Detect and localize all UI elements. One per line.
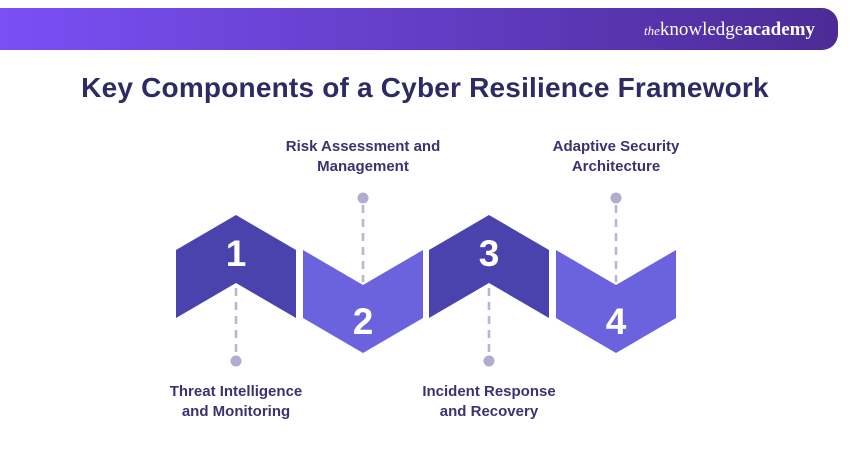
step-number-3: 3 <box>479 233 500 274</box>
step-label-4-line1: Adaptive Security <box>552 138 680 155</box>
chevron-4 <box>556 250 676 353</box>
connector-dot-4 <box>610 192 622 204</box>
chevron-2 <box>303 250 423 353</box>
connector-dot-3 <box>483 355 495 367</box>
step-label-1: Threat Intelligence and Monitoring <box>116 382 356 422</box>
step-number-1: 1 <box>226 233 247 274</box>
step-number-4: 4 <box>606 301 627 342</box>
step-label-2-line1: Risk Assessment and <box>285 138 441 155</box>
step-label-4: Adaptive Security Architecture <box>496 137 736 177</box>
step-label-2: Risk Assessment and Management <box>243 137 483 177</box>
header-bar: theknowledgeacademy <box>0 8 838 50</box>
logo-word-knowledge: knowledge <box>659 18 744 40</box>
step-label-3-line1: Incident Response <box>422 383 556 400</box>
chevron-1 <box>176 215 296 318</box>
connector-dot-2 <box>357 192 369 204</box>
step-number-2: 2 <box>353 301 374 342</box>
step-label-2-line2: Management <box>317 158 409 175</box>
step-label-1-line2: and Monitoring <box>181 403 291 420</box>
logo-word-academy: academy <box>743 18 815 40</box>
page-title: Key Components of a Cyber Resilience Fra… <box>81 72 769 103</box>
step-label-3: Incident Response and Recovery <box>369 382 609 422</box>
chevron-3 <box>429 215 549 318</box>
step-label-1-line1: Threat Intelligence <box>169 383 303 400</box>
connector-dot-1 <box>230 355 242 367</box>
brand-logo: theknowledgeacademy <box>644 20 815 39</box>
step-label-3-line2: and Recovery <box>439 403 539 420</box>
logo-prefix: the <box>643 22 660 38</box>
step-label-4-line2: Architecture <box>571 158 661 175</box>
